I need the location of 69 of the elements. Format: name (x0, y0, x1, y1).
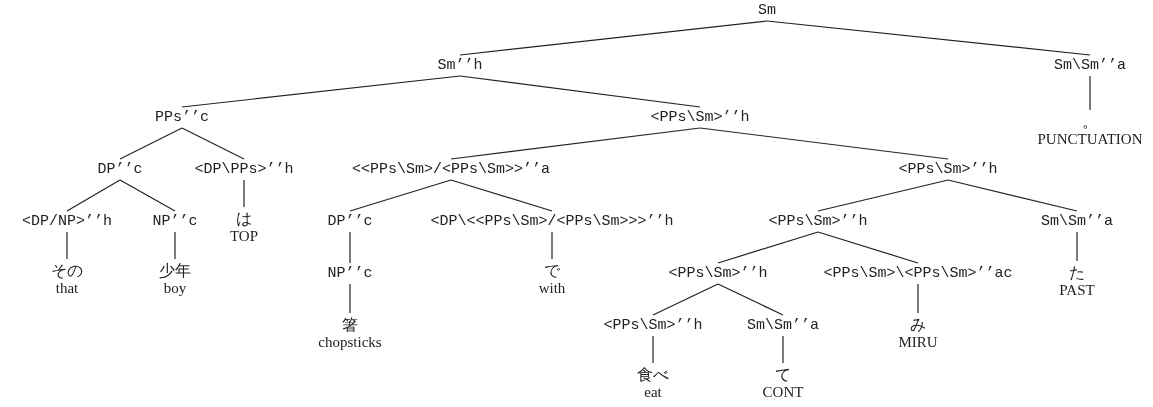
category-label: <DP/NP>’’h (22, 213, 112, 230)
tree-branch (174, 231, 176, 260)
gloss-label: chopsticks (318, 334, 382, 351)
tree-branch (1089, 75, 1091, 111)
category-label: DP’’c (327, 213, 373, 230)
category-label: <PPs\Sm>’’h (603, 317, 703, 334)
tree-branch (652, 283, 719, 316)
gloss-label: PUNCTUATION (1037, 131, 1143, 148)
category-label: <PPs\Sm>’’h (650, 109, 750, 126)
tree-branch (119, 127, 183, 160)
tree-branch (459, 20, 768, 56)
tree-branch (349, 231, 351, 264)
tree-branch (699, 127, 949, 160)
word-label: その (51, 261, 83, 280)
category-label: Sm\Sm’’a (1041, 213, 1113, 230)
tree-branch (917, 283, 919, 314)
category-label: Sm\Sm’’a (1054, 57, 1126, 74)
word-label: た (1069, 263, 1085, 282)
tree-branch (717, 283, 784, 316)
tree-branch (181, 75, 461, 108)
gloss-label: that (55, 280, 79, 297)
category-label: <PPs\Sm>’’h (898, 161, 998, 178)
word-label: 箸 (342, 315, 358, 334)
gloss-label: PAST (1059, 282, 1095, 299)
gloss-label: TOP (229, 228, 259, 245)
tree-branch (119, 179, 176, 212)
category-label: Sm (758, 2, 776, 19)
gloss-label: boy (163, 280, 187, 297)
tree-branch (551, 231, 553, 260)
category-label: Sm\Sm’’a (747, 317, 819, 334)
word-label: 少年 (159, 261, 191, 280)
gloss-label: MIRU (898, 334, 938, 351)
tree-branch (782, 335, 784, 364)
word-label: で (544, 261, 560, 280)
tree-branch (66, 231, 68, 260)
category-label: <PPs\Sm>\<PPs\Sm>’’ac (823, 265, 1013, 282)
tree-branch (450, 179, 553, 212)
tree-branch (243, 179, 245, 208)
category-label: PPs’’c (155, 109, 209, 126)
category-label: <PPs\Sm>’’h (668, 265, 768, 282)
word-label: 。 (1082, 112, 1098, 131)
tree-branch (652, 335, 654, 364)
tree-branch (349, 179, 452, 212)
category-label: <<PPs\Sm>/<PPs\Sm>>’’a (352, 161, 550, 178)
tree-branch (459, 75, 701, 108)
word-label: て (775, 365, 791, 384)
tree-branch (817, 231, 919, 264)
tree-branch (817, 179, 949, 212)
tree-branch (947, 179, 1078, 212)
tree-branch (66, 179, 121, 212)
tree-branch (717, 231, 819, 264)
word-label: み (910, 315, 926, 334)
category-label: NP’’c (327, 265, 373, 282)
category-label: <DP\<<PPs\Sm>/<PPs\Sm>>>’’h (430, 213, 674, 230)
gloss-label: eat (644, 384, 662, 401)
tree-branch (1076, 231, 1078, 262)
tree-branch (766, 20, 1091, 56)
word-label: は (236, 209, 252, 228)
category-label: DP’’c (97, 161, 143, 178)
category-label: Sm’’h (437, 57, 483, 74)
tree-branch (181, 127, 245, 160)
word-label: 食べ (637, 365, 669, 384)
tree-branch (349, 283, 351, 314)
category-label: <DP\PPs>’’h (194, 161, 294, 178)
category-label: <PPs\Sm>’’h (768, 213, 868, 230)
tree-branch (450, 127, 701, 160)
gloss-label: CONT (762, 384, 804, 401)
category-label: NP’’c (152, 213, 198, 230)
gloss-label: with (538, 280, 566, 297)
